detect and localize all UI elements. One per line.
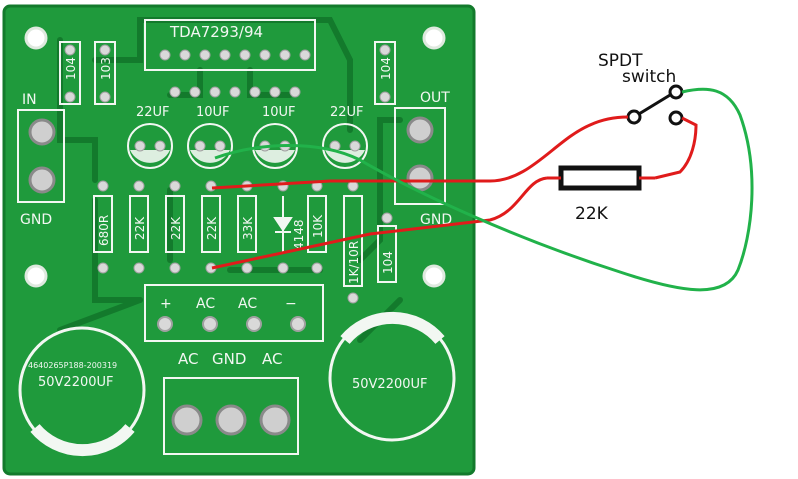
mounting-hole-ml <box>24 264 48 288</box>
mounting-hole-tr <box>422 26 446 50</box>
red-wire-resistor-to-switch <box>654 116 698 180</box>
gnd-left-label: GND <box>20 212 52 228</box>
small-cap-pads <box>64 44 391 103</box>
in-label: IN <box>22 92 37 108</box>
switch-label-line1: SPDT <box>598 51 643 71</box>
switch-label-line2: switch <box>622 67 676 87</box>
ac-terminal-outline <box>163 377 299 455</box>
res-33k-label: 33K <box>241 216 255 240</box>
res-10k-label: 10K <box>311 214 325 238</box>
in-connector-outline <box>17 109 65 203</box>
mounting-holes <box>24 26 446 288</box>
ac-terminal-screws <box>171 404 291 436</box>
red-wire-to-resistor <box>211 176 548 270</box>
pad-plus-label: + <box>160 296 172 312</box>
res-22k-c-label: 22K <box>205 216 219 240</box>
chip-pads <box>159 49 311 98</box>
diode-symbol <box>273 196 293 252</box>
in-connector-pads <box>28 118 56 194</box>
cap-104-left-label: 104 <box>64 57 78 80</box>
cap-10uf-a-outline <box>187 123 233 169</box>
bigcap-left-label: 50V2200UF <box>38 375 114 390</box>
mounting-hole-tl <box>24 26 48 50</box>
bigcap-left-top-label: 4640265P188-200319 <box>28 361 117 370</box>
out-connector-pads <box>406 116 434 192</box>
switch-throw-upper-terminal <box>668 84 684 100</box>
red-wire-to-switch-common <box>211 115 629 190</box>
resistor-22k-label: 22K <box>575 204 609 224</box>
pad-ac-2-label: AC <box>238 296 257 312</box>
mounting-hole-mr <box>422 264 446 288</box>
chip-label: TDA7293/94 <box>169 23 263 41</box>
res-22k-b-label: 22K <box>169 216 183 240</box>
res-22k-a-label: 22K <box>133 216 147 240</box>
cap-22uf-a-outline <box>127 123 173 169</box>
cap-10uf-b-label: 10UF <box>262 105 296 120</box>
chip-outline <box>144 19 316 71</box>
cap-104-left-outline <box>59 41 81 105</box>
bigcap-right-label: 50V2200UF <box>352 377 428 392</box>
power-pads <box>157 316 306 332</box>
ac-right-label: AC <box>262 350 282 368</box>
ac-left-label: AC <box>178 350 198 368</box>
cap-22uf-b-label: 22UF <box>330 105 364 120</box>
diode-4148-label: 4148 <box>292 219 306 250</box>
annotations: SPDT switch 22K <box>211 51 754 292</box>
power-pads-outline <box>144 284 324 342</box>
switch-throw-lower-terminal <box>668 110 684 126</box>
cap-103-left-label: 103 <box>99 57 113 80</box>
cap-103-left-outline <box>94 41 116 105</box>
out-connector-outline <box>394 107 446 205</box>
spdt-switch-symbol <box>626 84 684 126</box>
cap-10uf-a-label: 10UF <box>196 105 230 120</box>
cap-104-lower-label: 104 <box>381 251 395 274</box>
pad-ac-1-label: AC <box>196 296 215 312</box>
out-label: OUT <box>420 90 450 106</box>
cap-104-right-label: 104 <box>379 57 393 80</box>
cap-22uf-b-outline <box>322 123 368 169</box>
cap-22uf-a-label: 22UF <box>136 105 170 120</box>
green-wire-to-switch <box>214 87 754 292</box>
res-680r-label: 680R <box>97 215 111 246</box>
switch-common-terminal <box>626 109 642 125</box>
cap-104-right-outline <box>374 41 396 105</box>
res-10r-label: 1K/10R <box>347 241 361 284</box>
pcb-board: TDA7293/94 104 103 104 IN GND OUT <box>2 4 476 476</box>
resistor-22k-symbol <box>547 165 655 191</box>
electrolytic-pads <box>134 140 361 152</box>
gnd-bottom-label: GND <box>212 350 246 368</box>
pad-minus-label: − <box>285 296 297 312</box>
